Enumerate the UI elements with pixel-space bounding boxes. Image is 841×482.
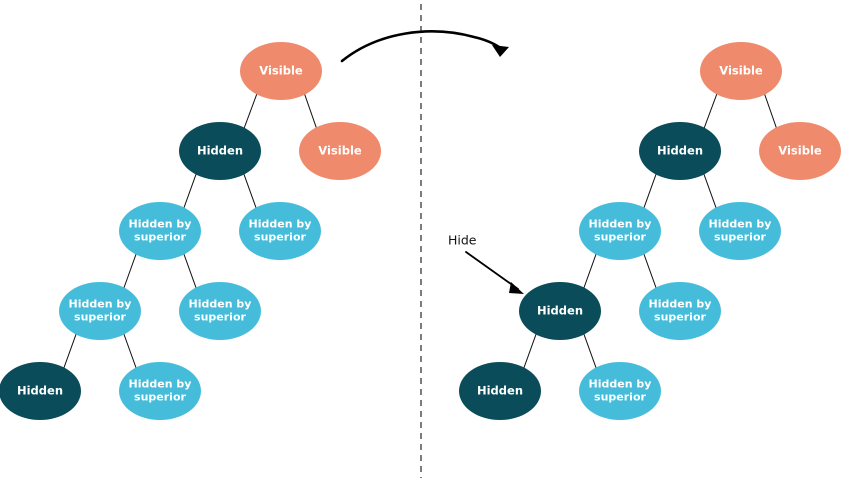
node-ellipse [0,362,81,420]
tree-edge [643,253,657,289]
node-ellipse [299,122,381,180]
node-ellipse [579,362,661,420]
node-ellipse [699,202,781,260]
hide-annotation: Hide [448,233,524,294]
node-ellipse [239,202,321,260]
tree-edge [183,253,197,289]
tree-edge [763,93,778,129]
node-ellipse [59,282,141,340]
tree-edge [183,173,197,209]
tree-edge [123,253,137,289]
tree-node-hidden[interactable]: Hidden [639,122,721,180]
node-ellipse [700,42,782,100]
tree-edge [643,173,657,209]
tree-edge [123,333,137,369]
tree-node-visible[interactable]: Visible [299,122,381,180]
tree-node-visible[interactable]: Visible [759,122,841,180]
tree-edges [63,92,778,369]
tree-node-hidden[interactable]: Hidden [459,362,541,420]
tree-node-hidden[interactable]: Hidden [519,282,601,340]
transform-arrow-icon [340,30,509,63]
tree-node-hidden[interactable]: Hidden [0,362,81,420]
tree-edge [583,333,597,369]
before-tree-edges [63,92,318,369]
node-ellipse [179,282,261,340]
node-ellipse [759,122,841,180]
node-ellipse [519,282,601,340]
tree-edge [703,173,717,209]
tree-node-hidden[interactable]: Hidden [179,122,261,180]
tree-edge [63,333,77,369]
tree-edge [303,93,318,129]
hide-label: Hide [448,233,477,248]
node-ellipse [119,362,201,420]
tree-node-visible[interactable]: Visible [240,42,322,100]
tree-edge [243,92,258,130]
tree-edge [243,173,257,209]
node-ellipse [579,202,661,260]
tree-edge [523,333,537,369]
tree-edge [703,92,718,130]
node-ellipse [639,122,721,180]
after-tree-edges [523,92,778,369]
node-ellipse [119,202,201,260]
tree-edge [583,253,597,289]
node-ellipse [639,282,721,340]
node-ellipse [240,42,322,100]
tree-node-visible[interactable]: Visible [700,42,782,100]
node-ellipse [459,362,541,420]
node-ellipse [179,122,261,180]
